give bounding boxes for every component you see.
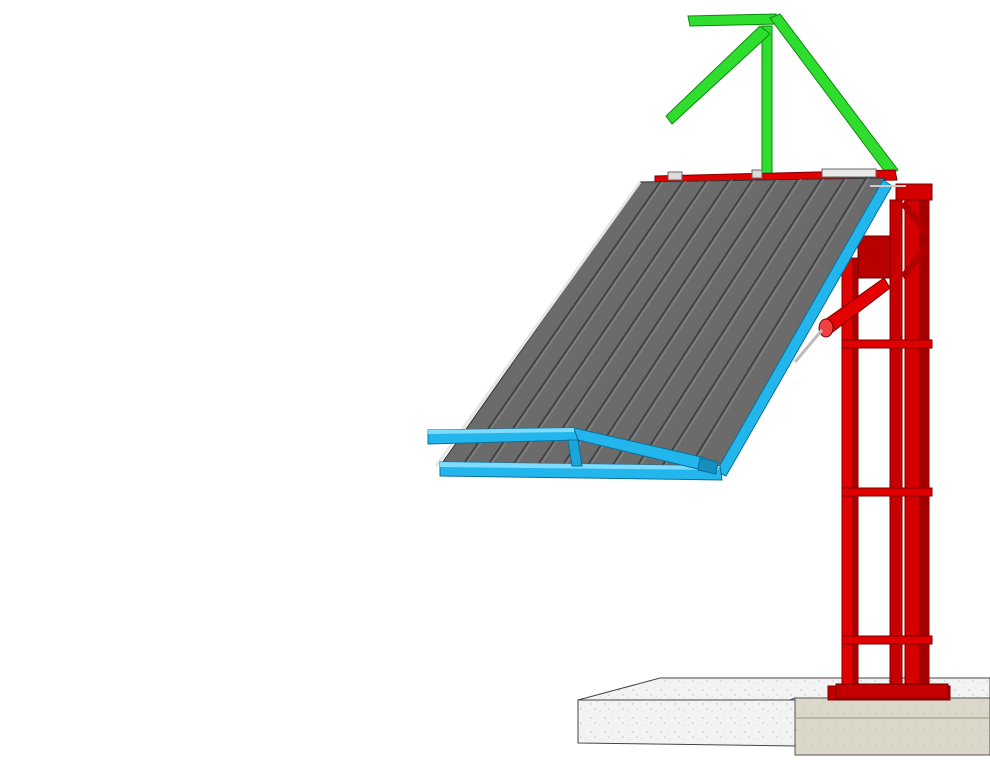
hinge-clip-1 <box>667 171 683 181</box>
bracket-upper-highlight <box>428 428 574 434</box>
crossbar-1 <box>841 339 933 349</box>
soil-block <box>794 697 990 756</box>
hinge-clip-2 <box>751 169 763 179</box>
column-cap <box>895 183 933 201</box>
bracket-strut <box>567 439 583 467</box>
crossbar-3 <box>841 635 933 645</box>
green-mast <box>665 13 899 177</box>
panel-rib-highlights <box>464 177 870 467</box>
mast-post <box>761 25 773 177</box>
panel-edge-highlight <box>434 181 642 467</box>
corrugated-panel <box>434 168 898 467</box>
actuator-end <box>818 318 834 338</box>
brace-top-2 <box>901 244 929 280</box>
panel-ribs <box>461 177 867 467</box>
red-steel-column <box>793 183 949 699</box>
brace-top-1 <box>901 200 929 236</box>
mast-left-arm <box>665 25 771 125</box>
mast-right-arm <box>769 13 899 177</box>
bracket-end-cap <box>697 457 719 475</box>
foundation-front-face <box>577 699 796 747</box>
column-mid-post <box>889 199 903 691</box>
actuator-rod <box>793 329 824 363</box>
bearing-block <box>857 235 891 279</box>
column-rear-shade <box>919 188 929 688</box>
bracket-side-rail <box>715 179 893 477</box>
hinge-clip-3 <box>821 168 877 178</box>
crossbar-2 <box>841 487 933 497</box>
column-front-shade <box>852 258 858 690</box>
panel-surface <box>439 177 886 467</box>
mast-top-arm <box>687 13 779 27</box>
blue-bracket-frame <box>427 179 893 481</box>
column-base <box>835 683 949 699</box>
